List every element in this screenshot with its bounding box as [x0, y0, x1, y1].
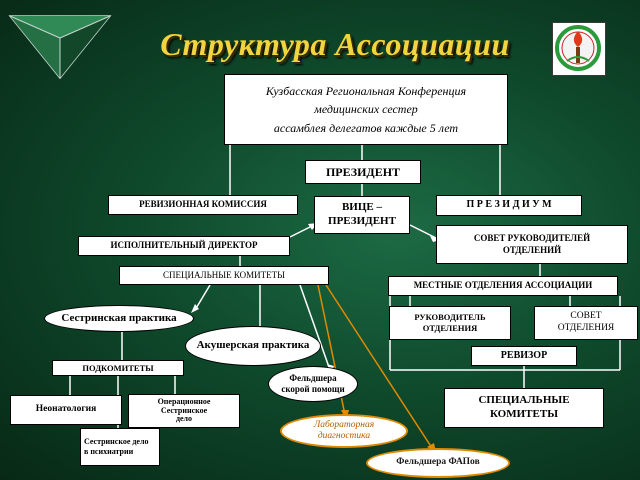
- pyramid-gem-icon: [8, 15, 112, 80]
- branch-head-line-1: РУКОВОДИТЕЛЬ: [414, 312, 486, 323]
- branch-council-line-1: СОВЕТ: [570, 311, 602, 322]
- operating-nursing-line-1: Операционное: [157, 396, 211, 406]
- page-title: Структура Ассоциации: [160, 26, 510, 62]
- special-committees-box: СПЕЦИАЛЬНЫЕ КОМИТЕТЫ: [119, 266, 329, 285]
- nursing-practice-oval: Сестринская практика: [44, 305, 194, 332]
- association-logo: [552, 22, 606, 76]
- conference-line-1: Кузбасская Региональная Конференция: [265, 83, 467, 98]
- obstetric-practice-oval: Акушерская практика: [185, 326, 321, 366]
- neonatology-label: Неонатология: [35, 404, 97, 415]
- subcommittees-label: ПОДКОМИТЕТЫ: [82, 362, 154, 373]
- psychiatry-nursing-box: Сестринское дело в психиатрии: [80, 428, 160, 466]
- operating-nursing-line-3: дело: [175, 414, 193, 424]
- subcommittees-box: ПОДКОМИТЕТЫ: [52, 360, 184, 376]
- special-committees-bottom-line-1: СПЕЦИАЛЬНЫЕ: [478, 394, 570, 407]
- revision-commission-label: РЕВИЗИОННАЯ КОМИССИЯ: [139, 199, 267, 210]
- lab-diagnostics-line-2: диагностика: [317, 431, 371, 441]
- torch-emblem-icon: [555, 25, 601, 71]
- emergency-paramedics-oval: Фельдшера скорой помощи: [268, 366, 358, 402]
- fap-paramedics-oval: Фельдшера ФАПов: [366, 448, 510, 478]
- fap-paramedics-label: Фельдшера ФАПов: [396, 457, 480, 468]
- branch-council-line-2: ОТДЕЛЕНИЯ: [557, 323, 615, 333]
- branch-head-line-2: ОТДЕЛЕНИЯ: [422, 323, 478, 333]
- neonatology-box: Неонатология: [10, 395, 122, 425]
- presidium-label: П Р Е З И Д И У М: [466, 199, 552, 211]
- president-label: ПРЕЗИДЕНТ: [325, 164, 401, 179]
- emergency-paramedics-line-2: скорой помощи: [281, 384, 345, 394]
- nursing-practice-label: Сестринская практика: [61, 311, 177, 324]
- council-heads-line-2: ОТДЕЛЕНИЙ: [502, 244, 562, 255]
- special-committees-label: СПЕЦИАЛЬНЫЕ КОМИТЕТЫ: [163, 269, 285, 280]
- executive-director-label: ИСПОЛНИТЕЛЬНЫЙ ДИРЕКТОР: [110, 240, 258, 251]
- lab-diagnostics-oval: Лабораторная диагностика: [280, 414, 408, 448]
- lab-diagnostics-line-1: Лабораторная: [313, 419, 375, 430]
- conference-line-2: медицинских сестер: [314, 102, 418, 117]
- executive-director-box: ИСПОЛНИТЕЛЬНЫЙ ДИРЕКТОР: [78, 236, 290, 256]
- conference-line-3: ассамблея делегатов каждые 5 лет: [273, 120, 459, 135]
- council-heads-line-1: СОВЕТ РУКОВОДИТЕЛЕЙ: [473, 233, 591, 244]
- vice-president-line-1: ВИЦЕ –: [341, 201, 383, 214]
- local-branches-label: МЕСТНЫЕ ОТДЕЛЕНИЯ АССОЦИАЦИИ: [413, 280, 593, 291]
- operating-nursing-box: Операционное Сестринское дело: [128, 394, 240, 428]
- branch-head-box: РУКОВОДИТЕЛЬ ОТДЕЛЕНИЯ: [389, 306, 511, 340]
- revision-commission-box: РЕВИЗИОННАЯ КОМИССИЯ: [108, 195, 298, 215]
- psychiatry-nursing-line-1: Сестринское дело: [84, 437, 149, 446]
- emergency-paramedics-line-1: Фельдшера: [289, 373, 337, 384]
- operating-nursing-line-2: Сестринское: [160, 405, 208, 415]
- local-branches-box: МЕСТНЫЕ ОТДЕЛЕНИЯ АССОЦИАЦИИ: [388, 276, 618, 296]
- special-committees-bottom-line-2: КОМИТЕТЫ: [489, 408, 558, 420]
- psychiatry-nursing-line-2: в психиатрии: [84, 447, 134, 456]
- presidium-box: П Р Е З И Д И У М: [436, 195, 582, 216]
- branch-council-box: СОВЕТ ОТДЕЛЕНИЯ: [534, 306, 638, 340]
- vice-president-line-2: ПРЕЗИДЕНТ: [328, 215, 396, 227]
- vice-president-box: ВИЦЕ – ПРЕЗИДЕНТ: [314, 196, 410, 234]
- conference-box: Кузбасская Региональная Конференция меди…: [224, 74, 508, 145]
- special-committees-bottom-box: СПЕЦИАЛЬНЫЕ КОМИТЕТЫ: [444, 388, 604, 428]
- council-heads-box: СОВЕТ РУКОВОДИТЕЛЕЙ ОТДЕЛЕНИЙ: [436, 225, 628, 264]
- president-box: ПРЕЗИДЕНТ: [305, 160, 421, 184]
- auditor-box: РЕВИЗОР: [471, 346, 577, 366]
- obstetric-practice-label: Акушерская практика: [196, 339, 310, 352]
- auditor-label: РЕВИЗОР: [500, 349, 548, 361]
